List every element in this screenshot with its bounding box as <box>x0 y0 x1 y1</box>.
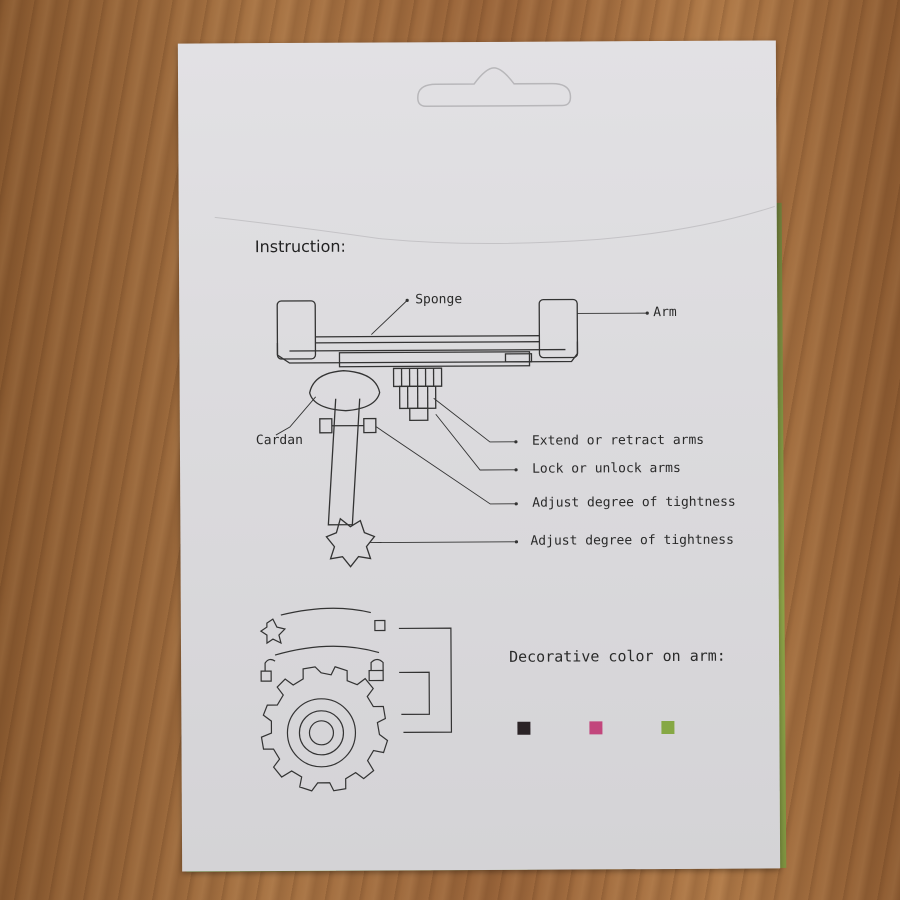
hang-hole-icon <box>417 67 572 108</box>
color-swatch-pink <box>589 721 603 735</box>
color-swatch-black <box>517 721 531 735</box>
cardan-stick-drawing <box>309 370 381 568</box>
label-lock-unlock: Lock or unlock arms <box>532 460 681 477</box>
knob-detail-drawing <box>259 607 453 792</box>
label-sponge: Sponge <box>415 292 463 308</box>
label-cardan: Cardan <box>255 432 303 449</box>
clamp-drawing <box>276 298 579 368</box>
holder-diagram <box>214 205 775 792</box>
label-adjust-tightness-2: Adjust degree of tightness <box>530 532 734 549</box>
gear-knob-drawing <box>392 367 443 422</box>
decorative-color-title: Decorative color on arm: <box>509 646 726 666</box>
label-adjust-tightness-1: Adjust degree of tightness <box>532 494 736 511</box>
package-back-card: Instruction: Sponge Arm Cardan Extend or… <box>177 40 781 872</box>
label-extend-retract: Extend or retract arms <box>531 432 705 449</box>
label-arm: Arm <box>653 304 677 321</box>
instruction-title: Instruction: <box>254 236 346 257</box>
color-swatch-green <box>661 720 675 735</box>
